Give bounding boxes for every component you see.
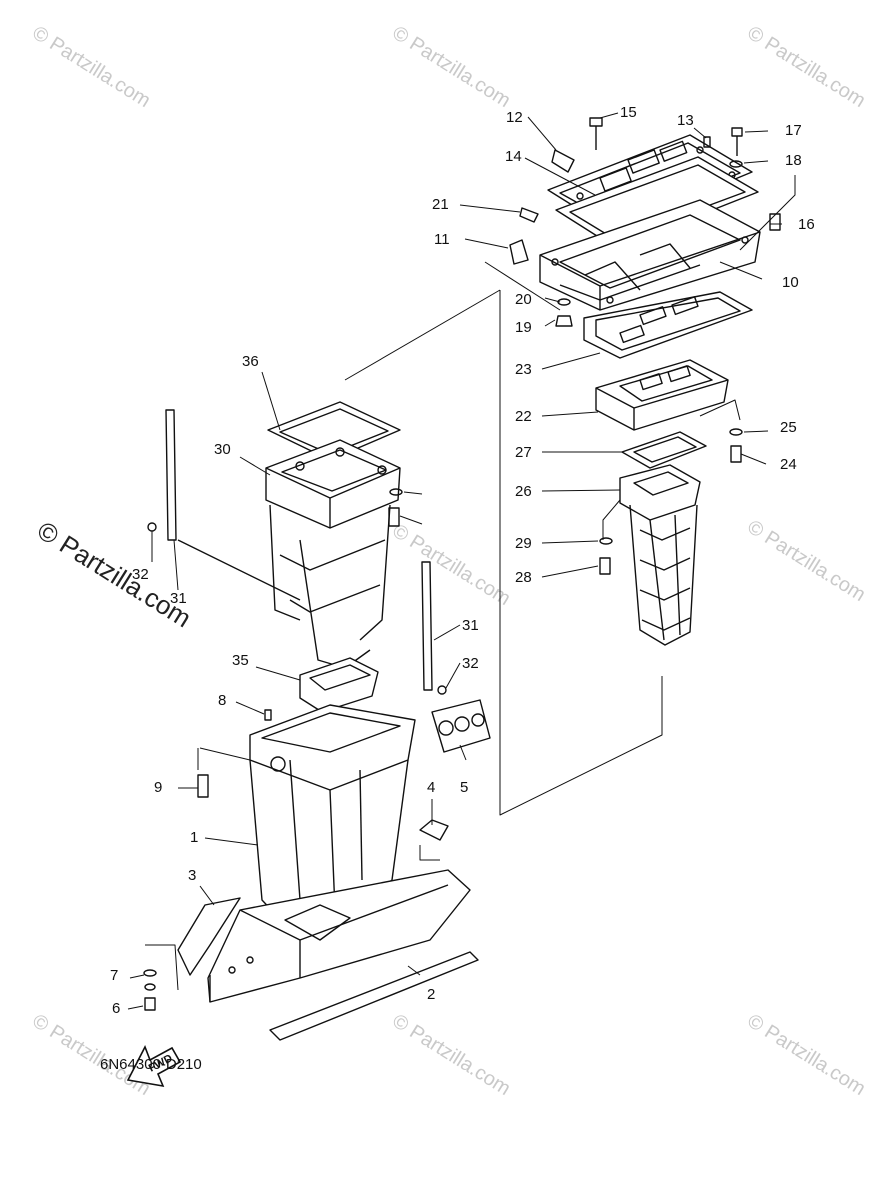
callout-5: 5 [460, 779, 469, 796]
callout-27: 27 [515, 444, 532, 461]
callout-29: 29 [515, 535, 532, 552]
callout-28: 28 [515, 569, 532, 586]
callout-13: 13 [677, 112, 694, 129]
callout-25: 25 [780, 419, 797, 436]
callout-32b: 32 [462, 655, 479, 672]
callout-14: 14 [505, 148, 522, 165]
exhaust-pipe [619, 464, 701, 646]
callout-7: 7 [110, 967, 119, 984]
callout-2: 2 [427, 986, 436, 1003]
callout-21: 21 [432, 196, 449, 213]
callout-6: 6 [112, 1000, 121, 1017]
callout-34: 36 [242, 353, 259, 370]
callout-9: 9 [154, 779, 163, 796]
gasket [583, 291, 753, 359]
callout-16: 16 [798, 216, 815, 233]
rubber-mount [431, 699, 491, 753]
callout-1: 1 [190, 829, 199, 846]
exhaust-manifold [539, 199, 761, 311]
callout-17: 17 [785, 122, 802, 139]
callout-22: 22 [515, 408, 532, 425]
callout-32a: 32 [132, 566, 149, 583]
callout-20: 20 [515, 291, 532, 308]
callout-19: 19 [515, 319, 532, 336]
exhaust-guide [595, 359, 729, 431]
callout-4: 4 [427, 779, 436, 796]
diagram-code: 6N64300-D210 [100, 1056, 202, 1073]
callout-33: 35 [232, 652, 249, 669]
cavitation-plate [207, 869, 471, 1003]
callout-26: 26 [515, 483, 532, 500]
callout-18: 18 [785, 152, 802, 169]
callout-10: 10 [782, 274, 799, 291]
callout-31a: 31 [170, 590, 187, 607]
callout-31b: 31 [462, 617, 479, 634]
callout-12: 12 [506, 109, 523, 126]
callout-23: 23 [515, 361, 532, 378]
callout-3: 3 [188, 867, 197, 884]
upper-casing [265, 401, 401, 669]
callout-15: 15 [620, 104, 637, 121]
callout-24: 24 [780, 456, 797, 473]
forward-direction-arrow: FWD [126, 1045, 182, 1088]
callout-30: 30 [214, 441, 231, 458]
callout-8: 8 [218, 692, 227, 709]
callout-11: 11 [434, 231, 450, 248]
